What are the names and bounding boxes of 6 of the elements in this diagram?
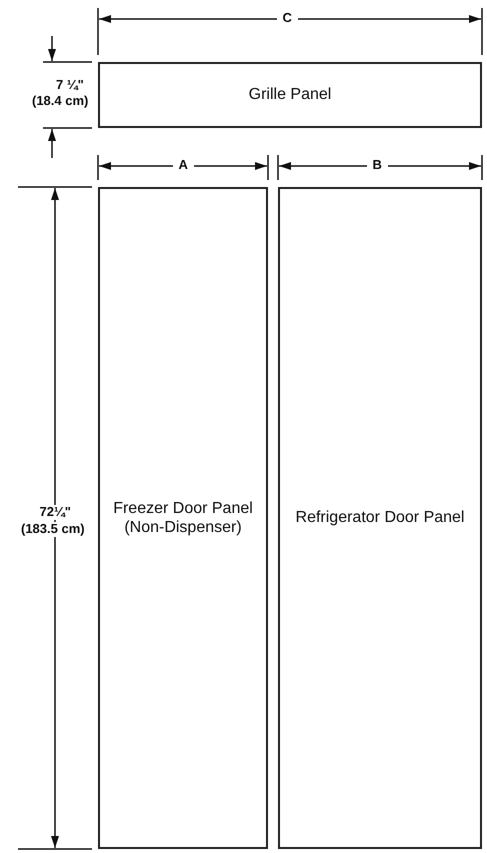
- panel-label: Refrigerator Door Panel: [296, 508, 464, 528]
- panel-label: Freezer Door Panel (Non-Dispenser): [112, 498, 254, 538]
- door-panel: [98, 187, 268, 849]
- door-panel: [278, 187, 482, 849]
- panel-label: Grille Panel: [248, 85, 332, 105]
- grille-panel: [98, 62, 482, 128]
